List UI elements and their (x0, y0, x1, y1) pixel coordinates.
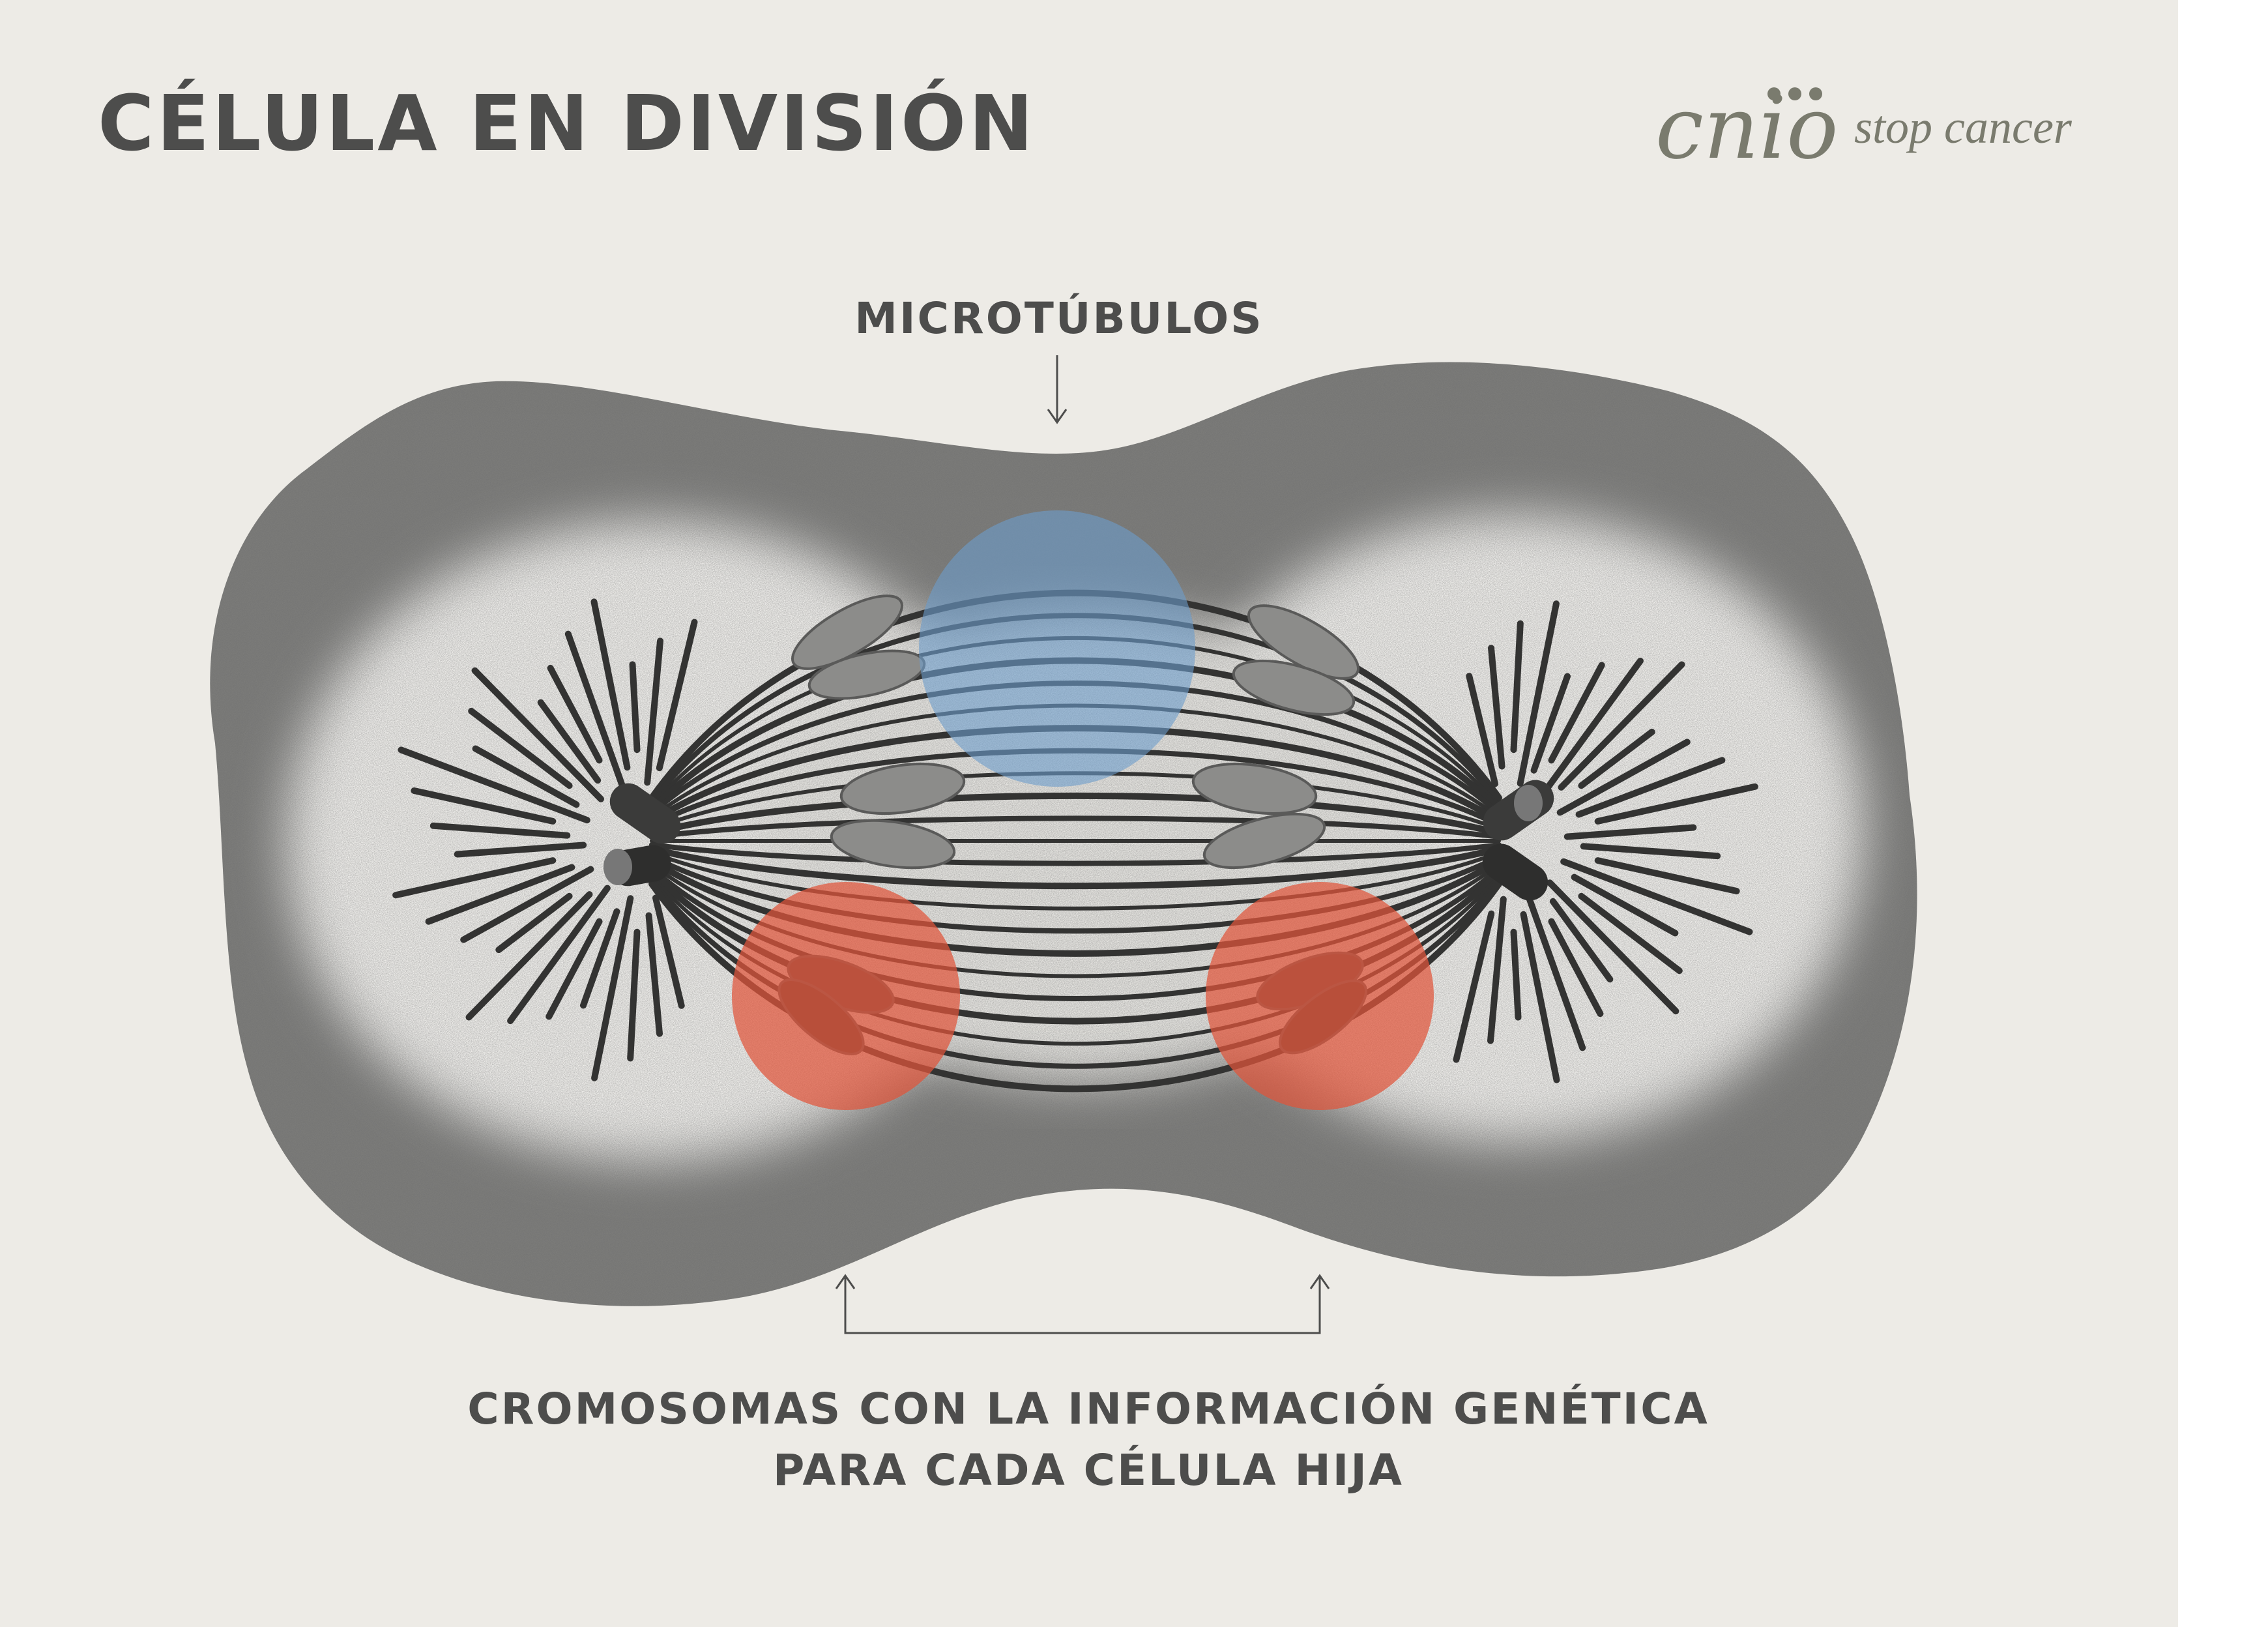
aster-ray (644, 638, 663, 786)
chromosome-highlight-right (1206, 882, 1434, 1110)
aster-ray (1594, 783, 1758, 825)
aster-ray (1560, 858, 1753, 935)
aster-ray (472, 745, 580, 808)
aster-ray (1540, 657, 1644, 797)
aster-ray (1594, 857, 1740, 894)
aster-ray (652, 894, 685, 1009)
aster-ray (1510, 620, 1524, 754)
aster-ray (537, 699, 602, 784)
centriole-left (603, 783, 681, 887)
aster-ray (495, 892, 573, 954)
aster-ray (1547, 879, 1679, 1015)
microtubule-highlight (919, 510, 1195, 787)
cell-division-illustration (210, 355, 1917, 1334)
aster-ray (627, 928, 641, 1062)
aster-ray (429, 822, 571, 839)
aster-ray (591, 895, 634, 1081)
aster-ray (1548, 662, 1605, 764)
aster-ray (1549, 898, 1614, 983)
aster-ray (1517, 600, 1560, 787)
aster-ray (547, 664, 603, 764)
spindle-fiber (649, 842, 1502, 866)
spindle-fiber (648, 845, 1502, 890)
spindle-fiber (649, 854, 1502, 934)
aster-ray (629, 661, 641, 754)
aster-ray (460, 866, 594, 943)
bracket-arrow-up-icon (835, 1274, 1330, 1334)
aster-ray (1558, 661, 1685, 791)
aster-ray (1520, 911, 1560, 1083)
aster-ray (392, 857, 557, 899)
aster-ray (1580, 843, 1721, 860)
chromosomes-label: CROMOSOMAS CON LA INFORMACIÓN GENÉTICA P… (326, 1379, 1851, 1501)
aster-ray (564, 630, 626, 789)
aster-ray (1578, 892, 1683, 975)
aster-ray (1530, 673, 1571, 774)
logo-dots-icon (1764, 87, 1842, 107)
aster-ray (398, 746, 590, 824)
cnio-logo: cnio stop cancer (1655, 65, 2125, 183)
centriole-right (1482, 780, 1554, 901)
microtubules-label: MICROTÚBULOS (854, 293, 1264, 344)
aster-ray (1453, 910, 1495, 1063)
aster-rays (392, 598, 1758, 1083)
aster-ray (545, 918, 603, 1020)
spindle-fiber (649, 815, 1502, 840)
aster-ray (1575, 757, 1726, 818)
aster-ray (645, 912, 663, 1037)
aster-ray (1563, 824, 1697, 840)
spindle-fiber (648, 792, 1502, 836)
chromosome-highlight-left (732, 882, 960, 1110)
aster-ray (1510, 928, 1522, 1021)
aster-ray (1525, 892, 1586, 1051)
aster-ray (507, 885, 611, 1025)
aster-ray (1487, 896, 1507, 1044)
logo-tagline: stop cancer (1854, 101, 2072, 153)
aster-ray (1578, 728, 1655, 789)
aster-ray (1548, 918, 1604, 1018)
aster-ray (590, 598, 631, 771)
aster-ray (468, 707, 573, 789)
aster-ray (454, 842, 587, 858)
spindle-fiber (648, 857, 1502, 957)
aster-ray (471, 667, 604, 802)
chromosomes-label-line1: CROMOSOMAS CON LA INFORMACIÓN GENÉTICA (467, 1384, 1709, 1434)
aster-ray (411, 787, 557, 825)
aster-ray (425, 864, 575, 925)
aster-ray (1488, 645, 1505, 770)
aster-ray (465, 891, 593, 1021)
arrow-down-icon (1047, 355, 1068, 424)
aster-ray (1466, 673, 1498, 787)
logo-brand: cnio (1655, 78, 1839, 179)
page-title: CÉLULA EN DIVISIÓN (98, 78, 1036, 168)
aster-ray (1556, 739, 1691, 816)
aster-ray (656, 619, 698, 772)
chromosomes-label-line2: PARA CADA CÉLULA HIJA (773, 1445, 1404, 1495)
poster: CÉLULA EN DIVISIÓN cnio stop cancer (0, 0, 2178, 1627)
aster-ray (1571, 873, 1679, 937)
aster-ray (580, 908, 620, 1009)
spindle-fiber (650, 851, 1501, 911)
